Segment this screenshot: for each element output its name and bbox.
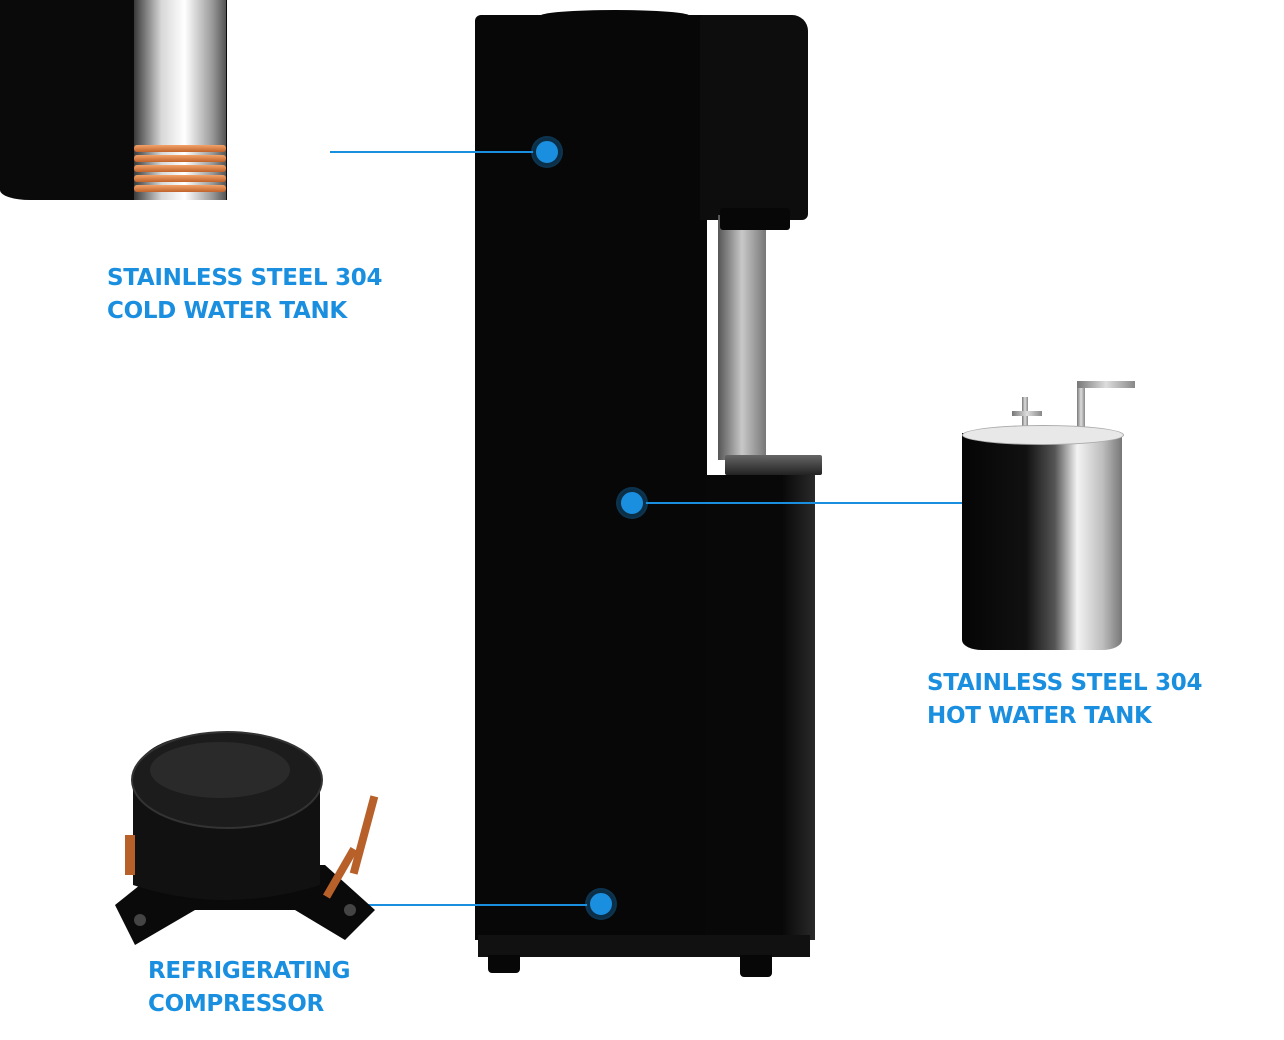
hot-tank-label: STAINLESS STEEL 304 HOT WATER TANK <box>927 667 1203 733</box>
hot-tank-label-line2: HOT WATER TANK <box>927 703 1152 729</box>
compressor-image <box>115 731 379 945</box>
cold-tank-connector-line <box>330 151 540 153</box>
compressor-label-line1: REFRIGERATING <box>148 958 351 984</box>
compressor-label: REFRIGERATING COMPRESSOR <box>148 955 351 1021</box>
cold-tank-label-line2: COLD WATER TANK <box>107 298 347 324</box>
cold-tank-label-line1: STAINLESS STEEL 304 <box>107 265 383 291</box>
hot-tank-label-line1: STAINLESS STEEL 304 <box>927 670 1203 696</box>
hot-water-tank-image <box>962 381 1135 652</box>
compressor-label-line2: COMPRESSOR <box>148 991 324 1017</box>
cold-water-tank-image <box>0 0 227 200</box>
cold-tank-marker-dot <box>533 138 561 166</box>
compressor-marker-dot <box>587 890 615 918</box>
hot-tank-marker-dot <box>618 489 646 517</box>
hot-tank-connector-line <box>635 502 962 504</box>
cold-tank-label: STAINLESS STEEL 304 COLD WATER TANK <box>107 262 383 328</box>
compressor-connector-line <box>355 904 595 906</box>
